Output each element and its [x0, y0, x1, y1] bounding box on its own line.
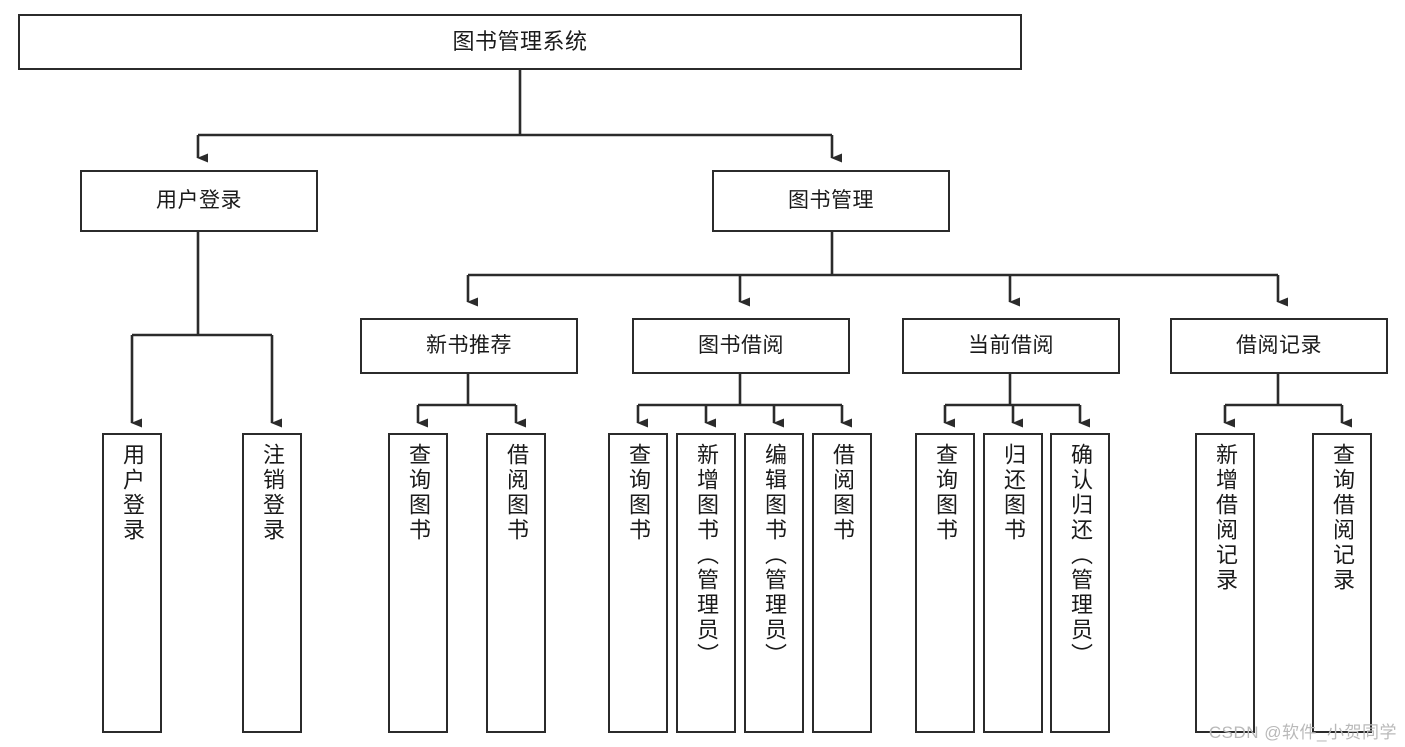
node-leaf-confirm-return[interactable]: 确认归还（管理员）	[1050, 433, 1110, 733]
node-leaf-return-book[interactable]: 归还图书	[983, 433, 1043, 733]
node-leaf-borrow-book-2[interactable]: 借阅图书	[812, 433, 872, 733]
node-leaf-confirm-return-label: 确认归还（管理员）	[1068, 443, 1093, 668]
node-user-login[interactable]: 用户登录	[80, 170, 318, 232]
node-leaf-query-book-3[interactable]: 查询图书	[915, 433, 975, 733]
node-book-management-label: 图书管理	[788, 188, 874, 212]
node-leaf-query-record-label: 查询借阅记录	[1330, 443, 1355, 593]
node-leaf-user-logout[interactable]: 注销登录	[242, 433, 302, 733]
watermark-text: CSDN @软件_小贺同学	[1208, 723, 1397, 742]
node-leaf-query-book-1-label: 查询图书	[406, 443, 431, 543]
node-book-borrow-label: 图书借阅	[698, 333, 784, 357]
node-new-book-recommend-label: 新书推荐	[426, 333, 512, 357]
node-leaf-edit-book-label: 编辑图书（管理员）	[762, 443, 787, 668]
node-root-system-label: 图书管理系统	[452, 29, 588, 55]
node-leaf-query-book-2[interactable]: 查询图书	[608, 433, 668, 733]
node-borrow-record[interactable]: 借阅记录	[1170, 318, 1388, 374]
node-leaf-user-login[interactable]: 用户登录	[102, 433, 162, 733]
node-borrow-record-label: 借阅记录	[1236, 333, 1322, 357]
node-leaf-query-record[interactable]: 查询借阅记录	[1312, 433, 1372, 733]
node-leaf-add-record[interactable]: 新增借阅记录	[1195, 433, 1255, 733]
node-leaf-query-book-1[interactable]: 查询图书	[388, 433, 448, 733]
node-leaf-query-book-2-label: 查询图书	[626, 443, 651, 543]
node-leaf-add-book-label: 新增图书（管理员）	[694, 443, 719, 668]
node-leaf-add-record-label: 新增借阅记录	[1213, 443, 1238, 593]
node-book-management[interactable]: 图书管理	[712, 170, 950, 232]
node-leaf-user-login-label: 用户登录	[120, 443, 145, 543]
node-leaf-query-book-3-label: 查询图书	[933, 443, 958, 543]
node-user-login-label: 用户登录	[156, 188, 242, 212]
node-leaf-return-book-label: 归还图书	[1001, 443, 1026, 543]
node-current-borrow-label: 当前借阅	[968, 333, 1054, 357]
node-leaf-borrow-book-1[interactable]: 借阅图书	[486, 433, 546, 733]
node-book-borrow[interactable]: 图书借阅	[632, 318, 850, 374]
node-leaf-edit-book[interactable]: 编辑图书（管理员）	[744, 433, 804, 733]
node-root-system[interactable]: 图书管理系统	[18, 14, 1022, 70]
node-current-borrow[interactable]: 当前借阅	[902, 318, 1120, 374]
node-leaf-borrow-book-1-label: 借阅图书	[504, 443, 529, 543]
node-leaf-borrow-book-2-label: 借阅图书	[830, 443, 855, 543]
node-leaf-user-logout-label: 注销登录	[260, 443, 285, 543]
node-new-book-recommend[interactable]: 新书推荐	[360, 318, 578, 374]
node-leaf-add-book[interactable]: 新增图书（管理员）	[676, 433, 736, 733]
